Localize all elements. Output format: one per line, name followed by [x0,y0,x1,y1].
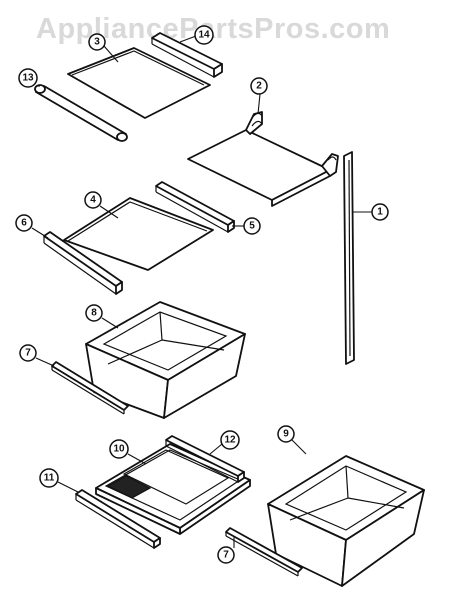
part-6-front-trim [43,231,123,295]
callout-14: 14 [194,25,214,45]
callout-12-label: 12 [224,435,236,446]
part-4-glass-shelf [63,197,214,271]
callout-2: 2 [250,77,268,95]
callout-1-label: 1 [377,207,383,218]
callout-12: 12 [220,430,240,450]
callout-5-label: 5 [249,221,255,232]
callout-7-lower: 7 [217,546,235,564]
callout-6: 6 [15,214,33,232]
callout-11: 11 [39,468,59,488]
callout-5: 5 [243,217,261,235]
callout-14-label: 14 [198,30,210,41]
callout-10: 10 [109,439,129,459]
part-7-crisper-rail-lower [225,527,303,577]
part-1-ladder-rail [343,151,355,365]
leader-lines [31,35,372,548]
callout-10-label: 10 [113,444,125,455]
callout-4-label: 4 [90,195,96,206]
callout-7-upper: 7 [19,344,37,362]
part-14-shelf-trim [151,32,223,78]
part-3-glass-shelf [67,47,211,119]
callout-8-label: 8 [91,308,97,319]
callout-3-label: 3 [94,37,100,48]
part-10-crisper-cover [95,443,251,535]
callout-13: 13 [18,68,38,88]
callout-7-upper-label: 7 [25,348,31,359]
part-5-shelf-trim [155,181,235,233]
callout-11-label: 11 [44,473,55,484]
part-11-cover-rail [75,489,161,549]
callout-8: 8 [85,304,103,322]
callout-3: 3 [88,33,106,51]
callout-13-label: 13 [22,73,34,84]
callout-4: 4 [84,191,102,209]
part-8-crisper-pan [85,301,246,419]
callout-9: 9 [277,425,295,443]
part-7-crisper-rail-upper [51,361,129,415]
part-2-cantilever-shelf [187,111,339,207]
callout-9-label: 9 [283,429,289,440]
callout-2-label: 2 [256,81,262,92]
callout-6-label: 6 [21,218,27,229]
callout-7-lower-label: 7 [223,550,229,561]
callout-1: 1 [371,203,389,221]
part-13-front-trim [34,84,128,142]
part-9-crisper-pan [267,455,425,587]
part-12-cover-rail [165,435,245,483]
